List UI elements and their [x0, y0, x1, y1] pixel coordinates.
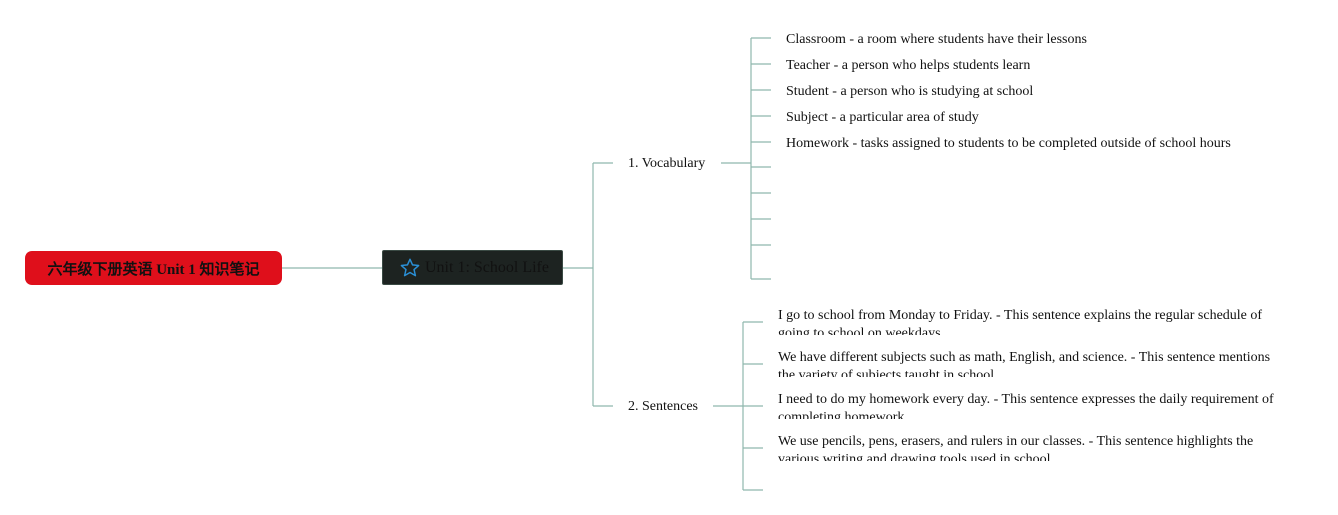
connector-center-branches	[563, 162, 613, 407]
vocab-item-teacher[interactable]: Teacher - a person who helps students le…	[786, 58, 1031, 73]
vocab-item-subject[interactable]: Subject - a particular area of study	[786, 110, 979, 125]
central-topic[interactable]: Unit 1: School Life	[382, 250, 563, 285]
sentence-item-tools[interactable]: We use pencils, pens, erasers, and ruler…	[778, 434, 1254, 461]
root-topic-label: 六年级下册英语 Unit 1 知识笔记	[47, 261, 260, 278]
vocab-item-classroom[interactable]: Classroom - a room where students have t…	[786, 32, 1087, 47]
branch-sentences-label: 2. Sentences	[628, 399, 698, 414]
connector-sent-stem	[713, 322, 744, 490]
connector-vocab-stem	[721, 38, 752, 279]
star-icon	[400, 258, 420, 276]
sentence-item-schedule[interactable]: I go to school from Monday to Friday. - …	[778, 308, 1263, 335]
sentence-item-subjects[interactable]: We have different subjects such as math,…	[778, 350, 1271, 377]
branch-sentences[interactable]: 2. Sentences	[628, 399, 698, 415]
root-topic[interactable]: 六年级下册英语 Unit 1 知识笔记	[25, 251, 282, 285]
sentence-item-empty[interactable]	[778, 482, 1278, 510]
connector-sent-leaves	[743, 321, 763, 491]
vocab-item-homework[interactable]: Homework - tasks assigned to students to…	[786, 136, 1231, 151]
branch-vocabulary-label: 1. Vocabulary	[628, 156, 706, 171]
sentence-item-homework[interactable]: I need to do my homework every day. - Th…	[778, 392, 1274, 419]
branch-vocabulary[interactable]: 1. Vocabulary	[628, 156, 705, 172]
vocab-item-student[interactable]: Student - a person who is studying at sc…	[786, 84, 1034, 99]
central-topic-label: Unit 1: School Life	[425, 258, 549, 276]
connector-vocab-leaves	[751, 37, 771, 280]
